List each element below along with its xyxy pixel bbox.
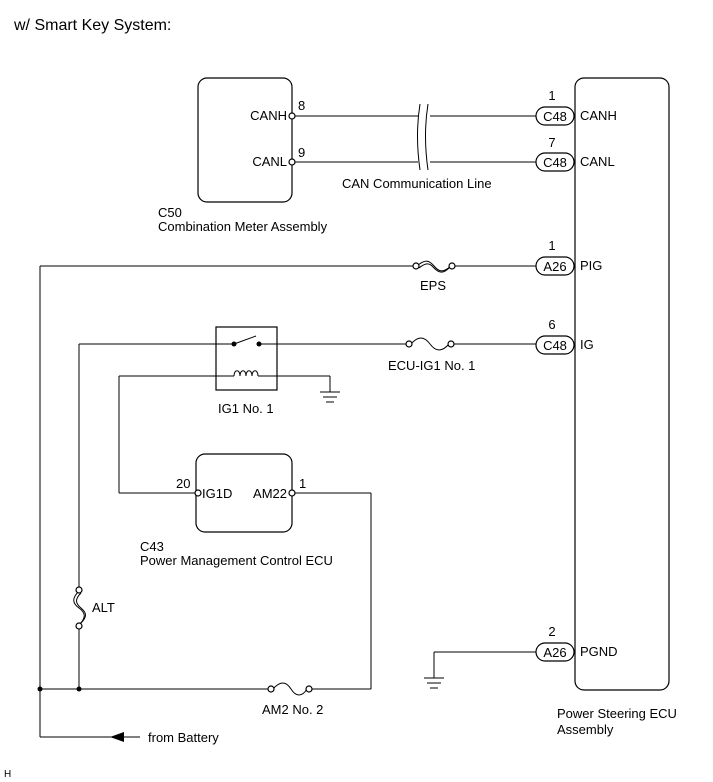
ecu-connector-ig: C48 bbox=[535, 335, 575, 355]
meter-pin-canh-label: CANH bbox=[250, 108, 287, 123]
pm-ecu-connector-code: C43 bbox=[140, 539, 164, 554]
pm-ecu-name: Power Management Control ECU bbox=[140, 553, 333, 568]
alt-fuse-terminal-top bbox=[75, 586, 83, 594]
pm-ecu-pin-ig1d-label: IG1D bbox=[202, 486, 232, 501]
ecu-connector-pig: A26 bbox=[535, 256, 575, 276]
diagram-title: w/ Smart Key System: bbox=[13, 17, 171, 34]
pm-ecu-pin-am22-terminal bbox=[288, 489, 296, 497]
ecu-pin-ig-number: 6 bbox=[548, 317, 555, 332]
junction-dot-left bbox=[37, 686, 43, 692]
meter-pin-canl-number: 9 bbox=[298, 145, 305, 160]
am2-fuse-terminal-left bbox=[267, 685, 275, 693]
pm-ecu-pin-am22-label: AM22 bbox=[253, 486, 287, 501]
ig1-relay-label: IG1 No. 1 bbox=[218, 401, 274, 416]
svg-text:C48: C48 bbox=[543, 338, 567, 353]
ecu-pin-canh-number: 1 bbox=[548, 88, 555, 103]
battery-label: from Battery bbox=[148, 730, 219, 745]
meter-name: Combination Meter Assembly bbox=[158, 219, 328, 234]
eps-fuse-label: EPS bbox=[420, 278, 446, 293]
ecu-pin-pgnd-number: 2 bbox=[548, 624, 555, 639]
eps-fuse-terminal-left bbox=[412, 262, 420, 270]
am22-wire bbox=[295, 492, 372, 690]
am2-fuse-label: AM2 No. 2 bbox=[262, 702, 323, 717]
ig1-relay-coil bbox=[119, 370, 330, 377]
combination-meter-box bbox=[197, 77, 293, 203]
meter-pin-canl-terminal bbox=[288, 158, 296, 166]
alt-fuse-label: ALT bbox=[92, 600, 115, 615]
junction-dot-alt bbox=[76, 686, 82, 692]
ecu-ig1-fuse-terminal-left bbox=[405, 340, 413, 348]
ecu-pin-canl-number: 7 bbox=[548, 135, 555, 150]
ecu-pin-pig-label: PIG bbox=[580, 258, 602, 273]
eps-fuse-terminal-right bbox=[448, 262, 456, 270]
svg-text:C48: C48 bbox=[543, 155, 567, 170]
footer-code: H bbox=[4, 769, 11, 780]
meter-pin-canh-number: 8 bbox=[298, 98, 305, 113]
pm-ecu-pin-ig1d-number: 20 bbox=[176, 476, 190, 491]
can-communication-wires bbox=[295, 103, 536, 171]
ecu-pin-ig-label: IG bbox=[580, 337, 594, 352]
ecu-ig1-fuse-terminal-right bbox=[447, 340, 455, 348]
pig-wire bbox=[40, 260, 536, 273]
alt-fuse-terminal-bottom bbox=[75, 622, 83, 630]
svg-text:A26: A26 bbox=[543, 259, 566, 274]
ecu-connector-canh: C48 bbox=[535, 106, 575, 126]
can-line-label: CAN Communication Line bbox=[342, 176, 492, 191]
ecu-ig1-fuse-label: ECU-IG1 No. 1 bbox=[388, 358, 475, 373]
ig1-relay-switch bbox=[216, 335, 277, 347]
alt-fuse bbox=[73, 590, 86, 626]
power-steering-ecu-box bbox=[574, 77, 670, 691]
meter-connector-code: C50 bbox=[158, 205, 182, 220]
relay-ground-icon bbox=[320, 376, 340, 403]
pgnd-ground-icon bbox=[424, 651, 536, 689]
meter-pin-canh-terminal bbox=[288, 112, 296, 120]
battery-arrow-icon bbox=[40, 732, 140, 742]
ecu-pin-pgnd-label: PGND bbox=[580, 644, 618, 659]
ecu-pin-canl-label: CANL bbox=[580, 154, 615, 169]
ecu-name-line2: Assembly bbox=[557, 722, 614, 737]
pm-ecu-pin-am22-number: 1 bbox=[299, 476, 306, 491]
ecu-connector-pgnd: A26 bbox=[535, 642, 575, 662]
svg-text:A26: A26 bbox=[543, 645, 566, 660]
ig1-relay-box bbox=[215, 326, 278, 391]
ecu-pin-canh-label: CANH bbox=[580, 108, 617, 123]
svg-text:C48: C48 bbox=[543, 109, 567, 124]
ig-wire bbox=[79, 337, 536, 351]
ecu-pin-pig-number: 1 bbox=[548, 238, 555, 253]
meter-pin-canl-label: CANL bbox=[252, 154, 287, 169]
pm-ecu-pin-ig1d-terminal bbox=[194, 489, 202, 497]
ecu-name-line1: Power Steering ECU bbox=[557, 706, 677, 721]
am2-fuse-terminal-right bbox=[305, 685, 313, 693]
ecu-connector-canl: C48 bbox=[535, 152, 575, 172]
